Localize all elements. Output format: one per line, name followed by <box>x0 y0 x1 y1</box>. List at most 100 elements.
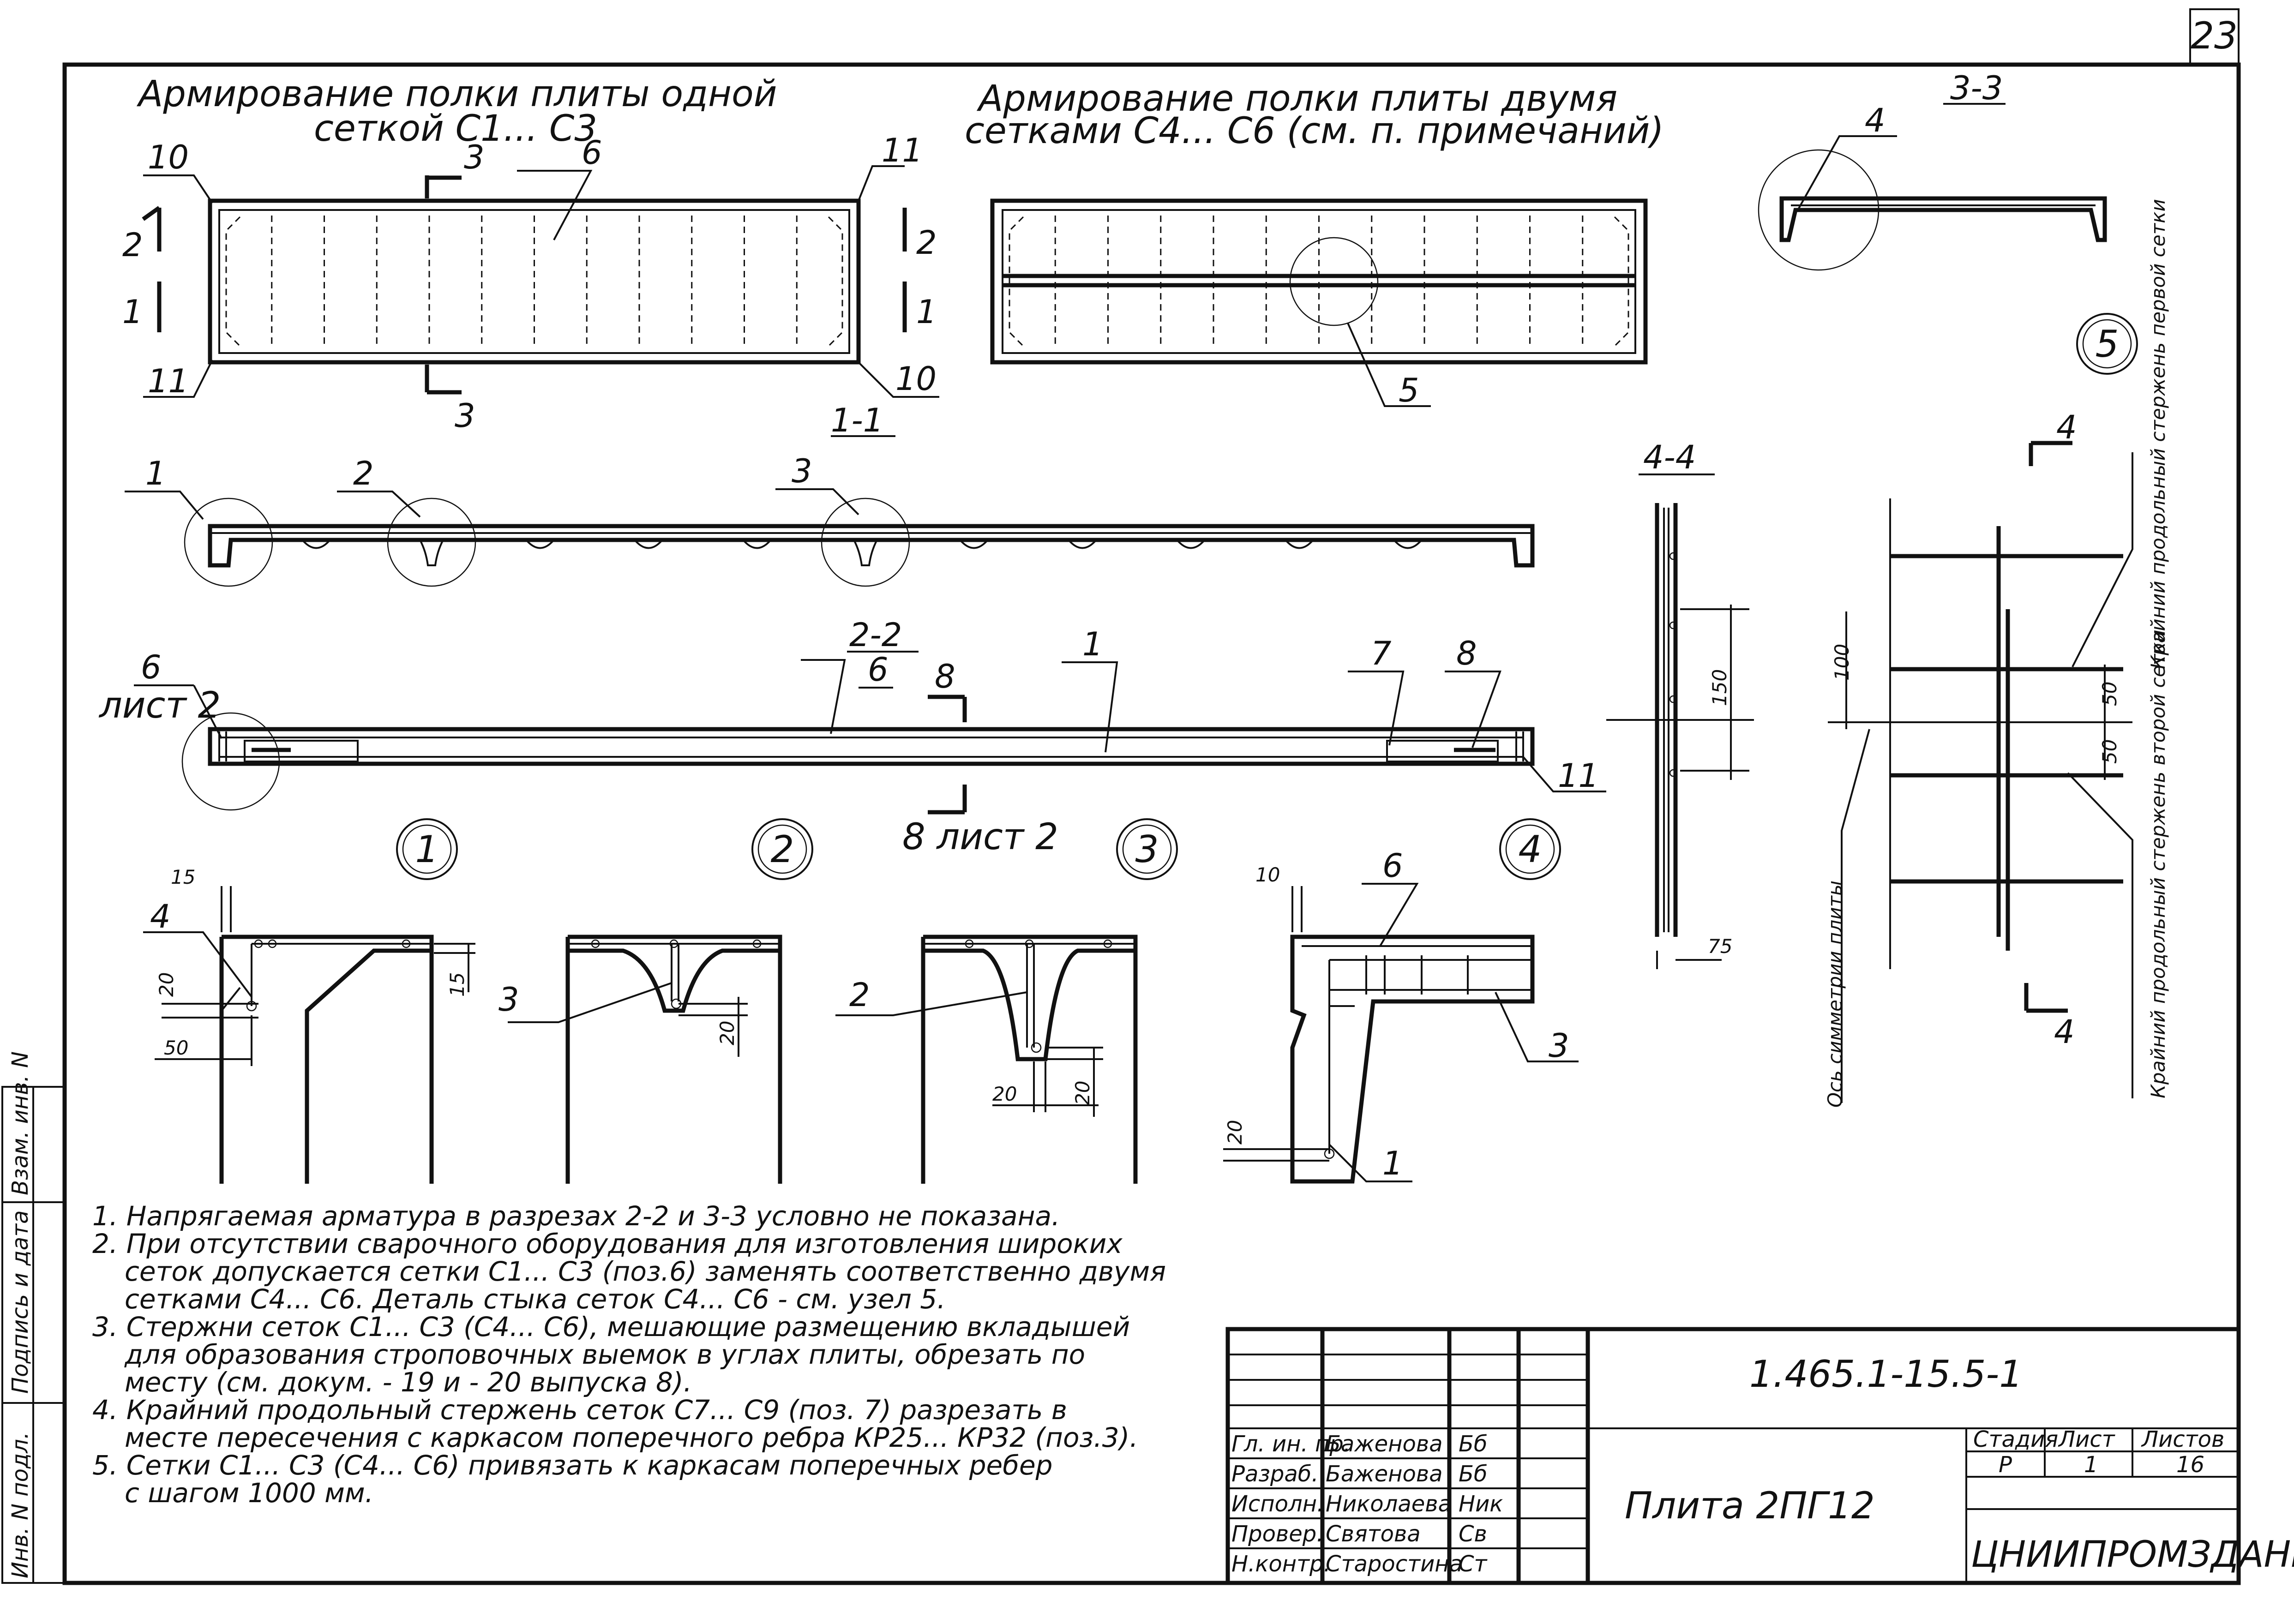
callout-6-sec22: 6 <box>868 651 889 689</box>
note-line-11: с шагом 1000 мм. <box>125 1477 373 1509</box>
tb-name-2: Баженова <box>1326 1461 1443 1487</box>
side-stamp-inv-orig: Инв. N подл. <box>7 1432 33 1578</box>
dim-75-s44: 75 <box>1708 935 1732 958</box>
rib-profile <box>1393 539 1423 549</box>
tb-product-name: Плита 2ПГ12 <box>1625 1484 1875 1527</box>
callout-2-right: 2 <box>916 224 937 262</box>
drawing-frame <box>62 62 2241 1585</box>
side-stamp-sign-date: Подпись и дата <box>7 1210 33 1394</box>
single-mesh-title-2: сеткой С1... С3 <box>314 108 597 150</box>
tb-sheet-no: 1 <box>2084 1452 2098 1478</box>
callout-10-b: 10 <box>895 360 937 398</box>
callout-3-top: 3 <box>464 138 485 176</box>
note-line-1: 1. Напрягаемая арматура в разрезах 2-2 и… <box>92 1200 1060 1232</box>
callout-6-sec22-left: 6 <box>141 648 162 686</box>
tb-sheet-header: Лист <box>2058 1426 2116 1452</box>
callout-1-elev: 1 <box>145 455 166 492</box>
tb-sign-4: Св <box>1459 1521 1487 1547</box>
d5-first-mesh-label: Крайний продольный стержень первой сетки <box>2147 199 2169 669</box>
tb-name-1: Баженова <box>1326 1431 1443 1457</box>
tb-sheets-header: Листов <box>2141 1426 2224 1452</box>
notes: 1. Напрягаемая арматура в разрезах 2-2 и… <box>92 1200 1166 1509</box>
tb-role-5: Н.контр. <box>1231 1551 1331 1577</box>
callout-6-a: 6 <box>582 134 602 172</box>
rib-profile <box>419 539 444 566</box>
view-section-3-3: 3-3 4 <box>1758 69 2107 271</box>
callout-6-d4: 6 <box>1382 847 1403 885</box>
callout-11-a: 11 <box>882 132 923 169</box>
note-line-3: сеток допускается сетки С1... С3 (поз.6)… <box>125 1256 1166 1287</box>
page-number-box <box>2189 8 2240 66</box>
rib-profile <box>634 539 663 549</box>
tb-organization: ЦНИИПРОМЗДАНИЙ <box>1971 1533 2294 1576</box>
detail-5-marker: 5 <box>2096 323 2119 366</box>
single-mesh-title-1: Армирование полки плиты одной <box>136 73 777 115</box>
dim-50-d5-a: 50 <box>2098 682 2121 706</box>
detail-1-marker: 1 <box>415 828 439 871</box>
callout-1-right: 1 <box>916 293 937 331</box>
side-stamp-inv-replace: Взам. инв. N <box>7 1051 33 1195</box>
dim-20-d1: 20 <box>155 972 178 997</box>
rib-profile <box>959 539 989 549</box>
dim-20-d2: 20 <box>716 1021 739 1045</box>
double-mesh-title-1: Армирование полки плиты двумя <box>976 78 1617 120</box>
dim-20-d4: 20 <box>1224 1120 1246 1145</box>
view-single-mesh: Армирование полки плиты одной сеткой С1.… <box>122 73 939 439</box>
sheet2-ref-8: 8 лист 2 <box>902 816 1058 858</box>
detail-2-marker: 2 <box>771 828 794 871</box>
rib-profile <box>1285 539 1314 549</box>
section-1-1-label: 1-1 <box>831 402 883 439</box>
view-section-2-2: 2-2 6 6 лист 2 1 8 8 лист 2 7 8 11 <box>98 616 1606 858</box>
rib-profile <box>301 539 331 549</box>
detail-5: 4 100 50 50 Крайний продольный стержень … <box>1824 199 2169 1108</box>
dim-50-d1: 50 <box>164 1037 188 1059</box>
view-double-mesh: Армирование полки плиты двумя сетками С4… <box>965 78 1664 409</box>
callout-4-d5-top: 4 <box>2056 408 2077 446</box>
title-block: 1.465.1-15.5-1 Плита 2ПГ12 Стадия Лист Л… <box>1225 1327 2294 1585</box>
section-3-3-label: 3-3 <box>1950 69 2003 107</box>
detail-3-marker: 3 <box>1135 828 1159 871</box>
section-4-4-label: 4-4 <box>1643 438 1696 476</box>
callout-4-section33: 4 <box>1865 102 1886 139</box>
tb-sheets-total: 16 <box>2176 1452 2204 1478</box>
dim-20-d3-bottom: 20 <box>992 1083 1017 1105</box>
double-mesh-title-2: сетками С4... С6 (см. п. примечаний) <box>965 110 1664 152</box>
detail-4-marker: 4 <box>1519 828 1542 871</box>
view-section-4-4: 4-4 150 75 <box>1606 438 1754 969</box>
tb-role-1: Гл. ин. пр. <box>1231 1431 1351 1457</box>
callout-4-d5-bottom: 4 <box>2054 1013 2075 1051</box>
view-elevation: 1 2 3 <box>125 452 1535 587</box>
tb-name-5: Старостина <box>1326 1551 1463 1577</box>
callout-3-elev: 3 <box>792 452 812 490</box>
callout-1-left: 1 <box>122 293 143 331</box>
mesh-bar-single-end <box>828 216 843 347</box>
callout-2-d3: 2 <box>849 976 870 1014</box>
rib-profile <box>853 539 878 566</box>
tb-role-4: Провер. <box>1231 1521 1323 1547</box>
callout-2-left: 2 <box>122 226 143 264</box>
tb-sign-3: Ник <box>1459 1491 1503 1517</box>
callout-3-d2: 3 <box>498 981 519 1019</box>
callout-5-plan: 5 <box>1399 372 1419 409</box>
note-line-5: 3. Стержни сеток С1... С3 (С4... С6), ме… <box>92 1311 1130 1342</box>
note-line-9: месте пересечения с каркасом поперечного… <box>125 1422 1138 1453</box>
note-line-4: сетками С4... С6. Деталь стыка сеток С4.… <box>125 1283 946 1315</box>
side-stamp: Взам. инв. N Подпись и дата Инв. N подл. <box>1 1051 66 1584</box>
rib-profile <box>742 539 772 549</box>
section-2-2-label: 2-2 <box>849 616 902 654</box>
callout-10-a: 10 <box>148 138 189 176</box>
mesh-bar-double-end <box>1009 216 1024 347</box>
note-line-8: 4. Крайний продольный стержень сеток С7.… <box>92 1394 1067 1426</box>
tb-name-3: Николаева <box>1326 1491 1452 1517</box>
callout-11-b: 11 <box>148 362 189 400</box>
callout-11-sec22: 11 <box>1558 757 1599 795</box>
dim-10-d4: 10 <box>1255 863 1280 886</box>
callout-3-d4: 3 <box>1549 1027 1569 1065</box>
detail-3: 2 20 20 <box>835 935 1138 1184</box>
note-line-2: 2. При отсутствии сварочного оборудовани… <box>92 1228 1123 1259</box>
note-line-10: 5. Сетки С1... С3 (С4... С6) привязать к… <box>92 1450 1053 1481</box>
tb-name-4: Святова <box>1326 1521 1421 1547</box>
tb-stage-header: Стадия <box>1973 1426 2058 1452</box>
note-line-6: для образования строповочных выемок в уг… <box>124 1339 1085 1370</box>
